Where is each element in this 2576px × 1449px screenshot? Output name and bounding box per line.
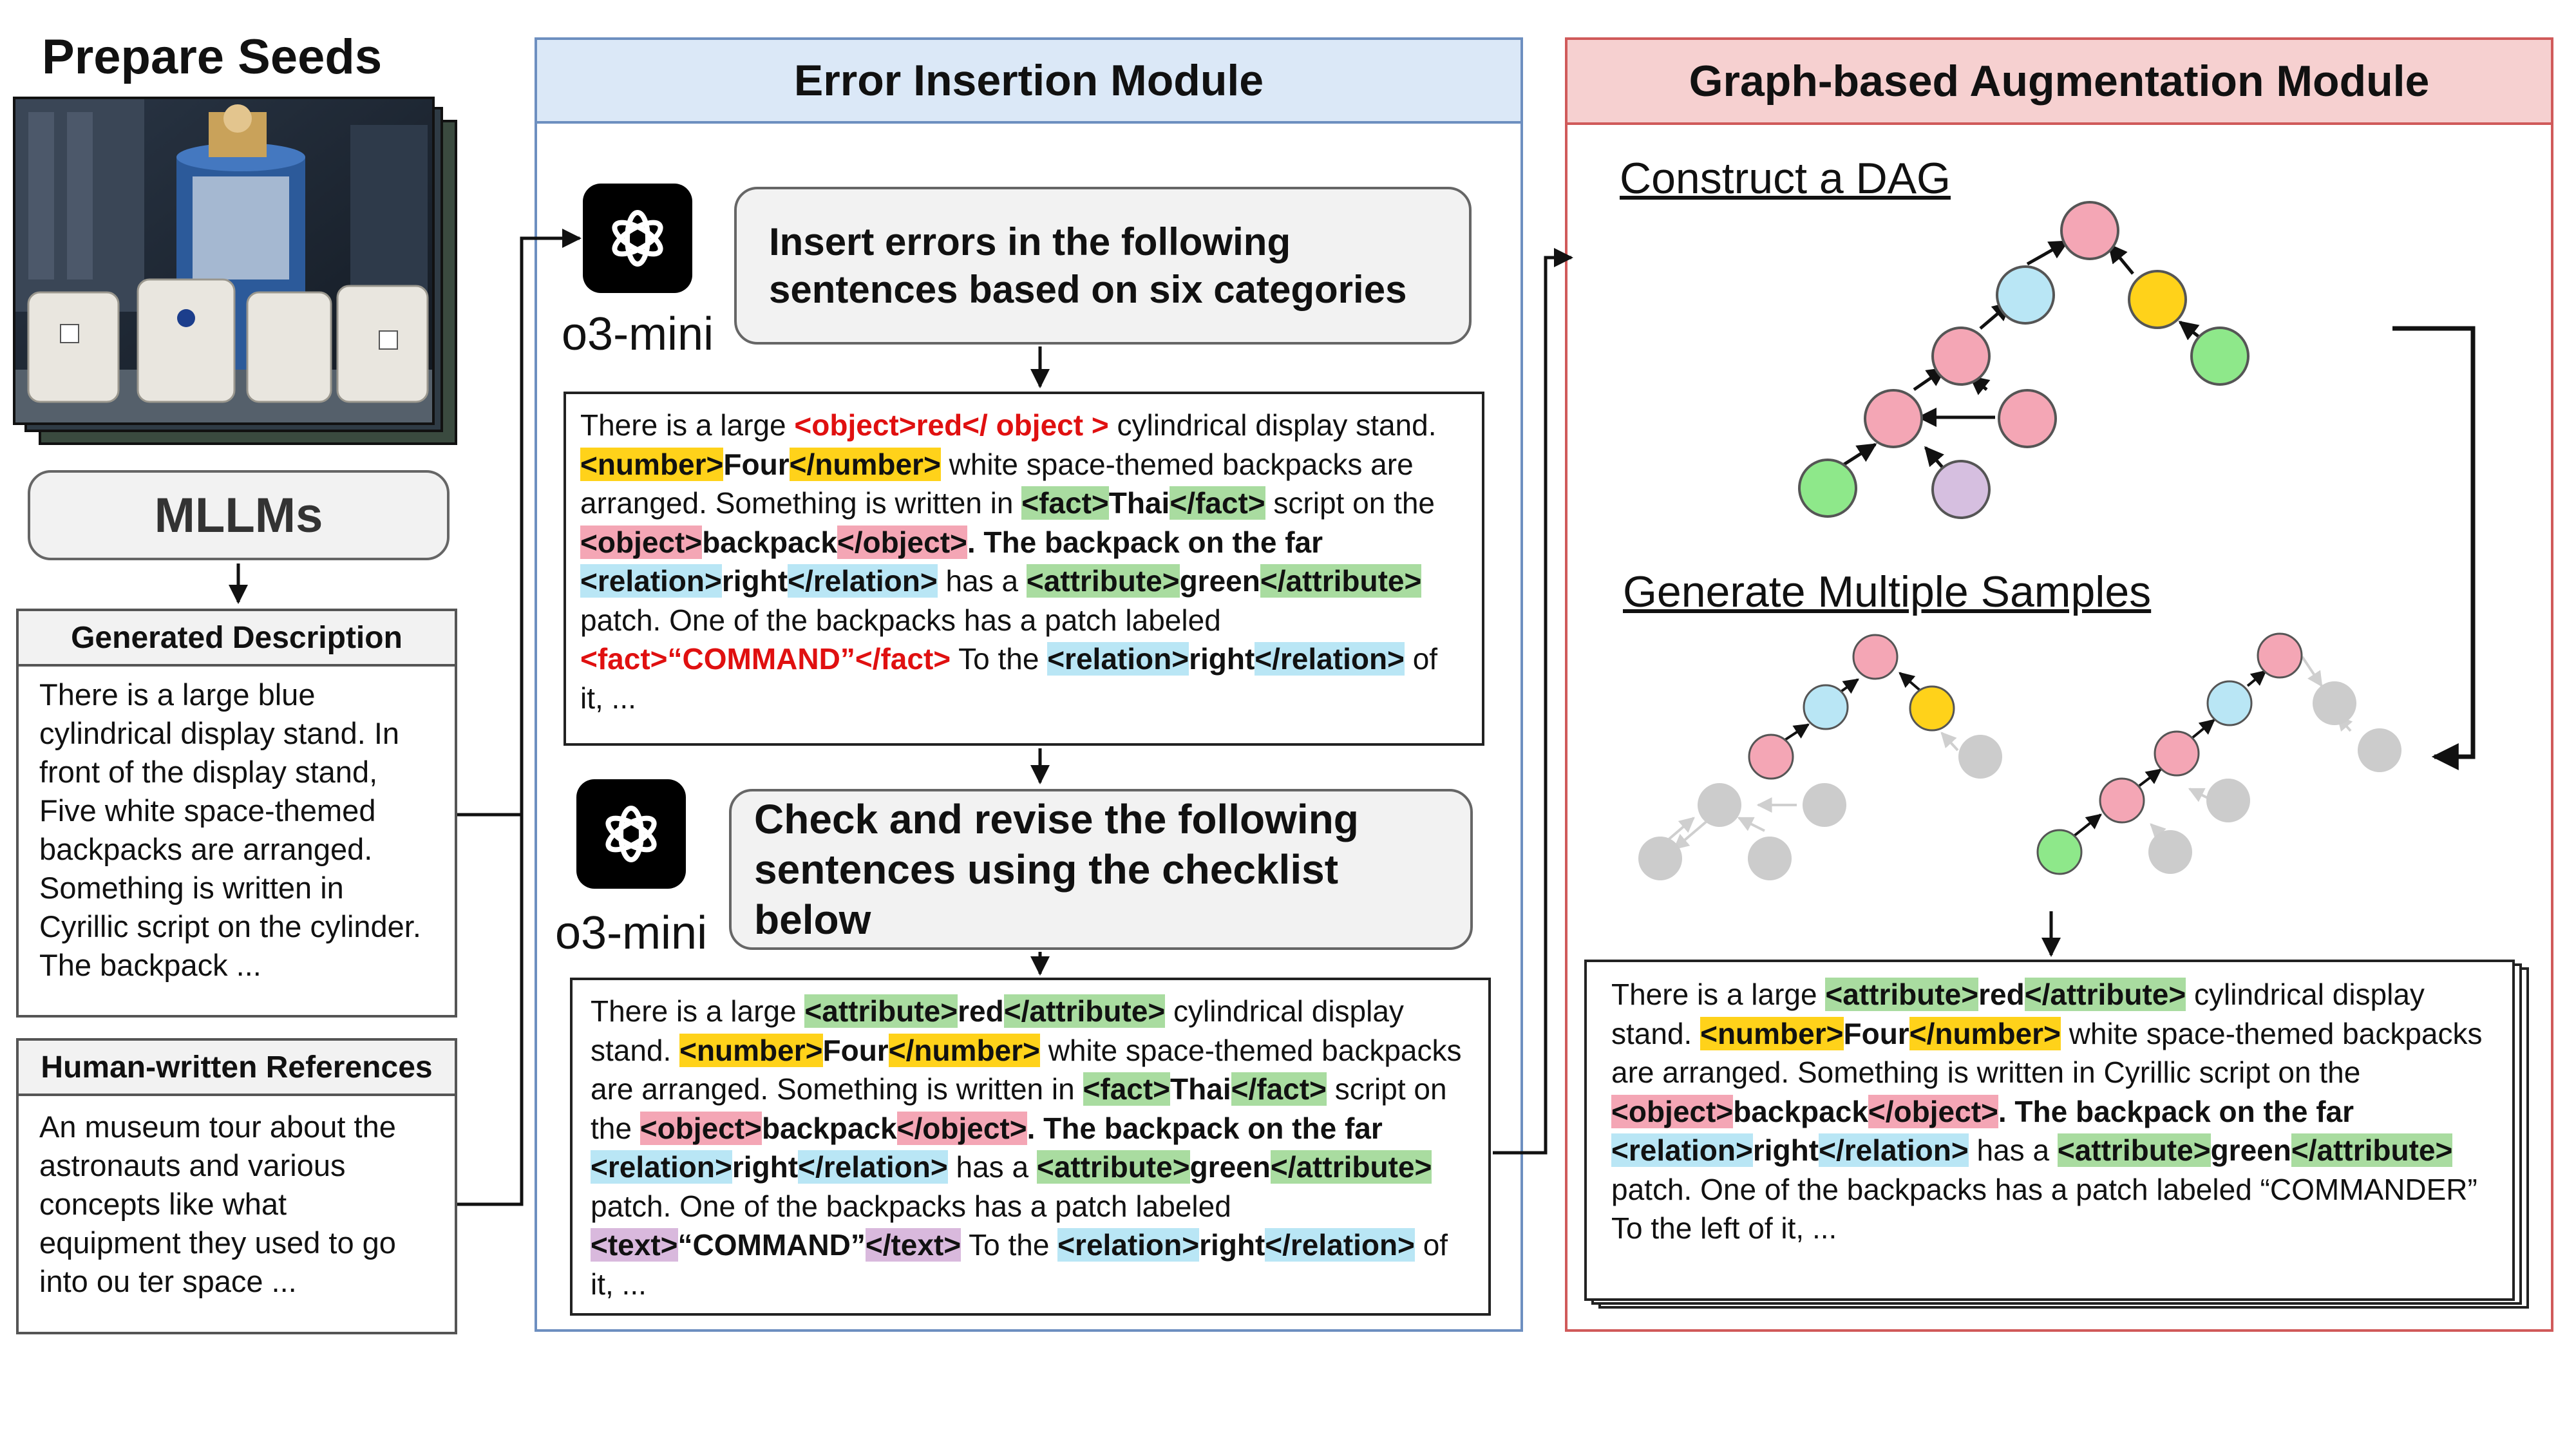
prepare-seeds-title: Prepare Seeds (42, 30, 383, 84)
generated-description-header: Generated Description (19, 611, 455, 667)
generated-description-text: There is a large blue cylindrical displa… (39, 677, 421, 982)
prompt-insert-errors-text: Insert errors in the following sentences… (769, 220, 1407, 311)
prompt-check-revise: Check and revise the following sentences… (729, 789, 1473, 950)
graph-augmentation-header: Graph-based Augmentation Module (1567, 40, 2551, 125)
error-inserted-text-box: There is a large <object>red</ object > … (564, 392, 1484, 746)
graph-augmentation-title: Graph-based Augmentation Module (1689, 57, 2430, 106)
prompt-check-revise-text: Check and revise the following sentences… (754, 796, 1359, 943)
revised-text-box: There is a large <attribute>red</attribu… (570, 978, 1491, 1316)
generate-samples-title: Generate Multiple Samples (1623, 567, 2152, 616)
seed-image-stack (13, 97, 457, 445)
openai-logo-icon (583, 184, 692, 293)
o3-mini-label-1: o3-mini (562, 308, 714, 360)
human-references-header: Human-written References (19, 1041, 455, 1096)
prompt-insert-errors: Insert errors in the following sentences… (734, 187, 1472, 345)
augmented-sample-text-box: There is a large <attribute>red</attribu… (1584, 960, 2515, 1301)
mllms-box: MLLMs (28, 470, 450, 560)
connector-references (457, 815, 524, 1206)
human-references-box: Human-written References An museum tour … (16, 1038, 457, 1334)
error-insertion-title: Error Insertion Module (793, 56, 1264, 105)
construct-dag-title: Construct a DAG (1620, 154, 1951, 203)
mllms-label: MLLMs (154, 488, 323, 543)
o3-mini-label-2: o3-mini (555, 907, 708, 959)
tag-object-error: <object>red</ object > (794, 408, 1109, 442)
seed-photo (13, 97, 435, 425)
error-insertion-header: Error Insertion Module (537, 40, 1520, 124)
augmented-sample-stack: There is a large <attribute>red</attribu… (1584, 960, 2531, 1311)
generated-description-box: Generated Description There is a large b… (16, 609, 457, 1018)
human-references-text: An museum tour about the astronauts and … (39, 1110, 396, 1298)
openai-logo-icon-2 (576, 779, 686, 889)
